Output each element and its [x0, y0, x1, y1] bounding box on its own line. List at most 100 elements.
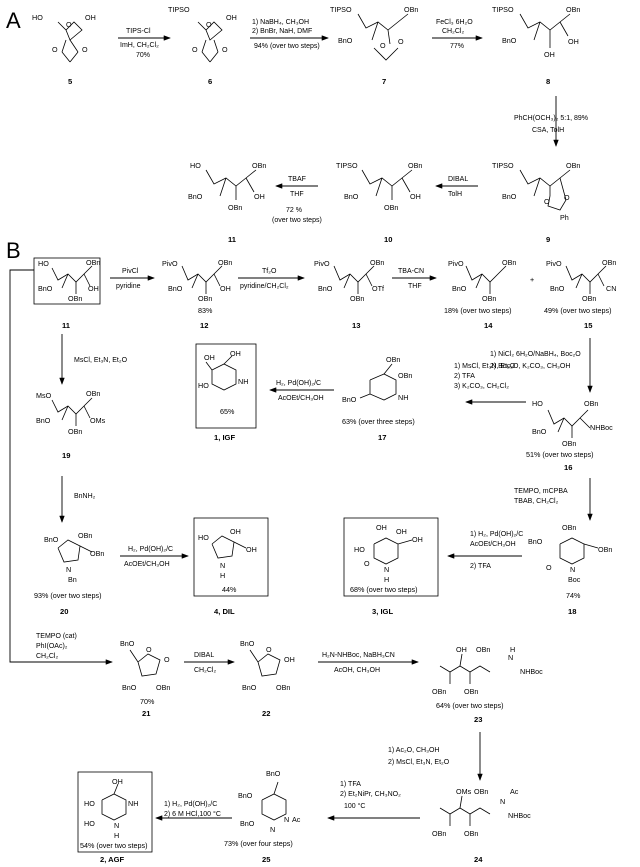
- c10-g0: TIPSO: [336, 161, 358, 170]
- c20-g0: BnO: [44, 535, 59, 544]
- r23-24-side-0: 1) Ac₂O, CH₃OH: [388, 747, 439, 754]
- r16-17-above-1: 2) TFA: [454, 373, 475, 380]
- c14-g0: PivO: [448, 259, 464, 268]
- compound-6: TIPSO OH O O O 6: [168, 5, 237, 86]
- c24-g5: OBn: [432, 829, 446, 838]
- c20-g4: Bn: [68, 575, 77, 584]
- c25-yield: 73% (over four steps): [224, 839, 293, 848]
- c19-g4: OBn: [68, 427, 82, 436]
- c16-g4: OBn: [562, 439, 576, 448]
- r22-23-above-0: H₂N-NHBoc, NaBH₃CN: [322, 652, 395, 659]
- compound-8: TIPSO OBn BnO OH OH 8: [492, 5, 580, 86]
- r12-13-above-0: Tf₂O: [262, 268, 277, 275]
- r16-18-side-0: TEMPO, mCPBA: [514, 488, 568, 495]
- r20-4-below-0: AcOEt/CH₃OH: [124, 561, 170, 568]
- r24-25-above-0: 1) TFA: [340, 781, 361, 788]
- c3-g3: OH: [412, 535, 423, 544]
- r5-6-above-0: TIPS-Cl: [126, 28, 151, 35]
- r25-2-above-1: 2) 6 M HCl,100 °C: [164, 810, 221, 818]
- c2-g2: NH: [128, 799, 138, 808]
- r10-11-below-2: (over two steps): [272, 217, 322, 224]
- r22-23-below-0: AcOH, CH₃OH: [334, 667, 380, 674]
- c23-g5: OBn: [432, 687, 446, 696]
- c7-g2: BnO: [338, 36, 353, 45]
- compound-3-igl: OH OH HO OH O N H 68% (over two steps) 3…: [350, 523, 423, 616]
- c7-g0: TIPSO: [330, 5, 352, 14]
- compound-15: PivO OBn BnO CN OBn 49% (over two steps)…: [544, 258, 616, 330]
- section-label-b: B: [6, 238, 21, 263]
- c24-label: 24: [474, 855, 483, 864]
- r9-10-above-0: DIBAL: [448, 176, 468, 183]
- compound-16: HO OBn BnO NHBoc OBn 51% (over two steps…: [526, 399, 613, 472]
- c18-g3: O: [546, 563, 552, 572]
- c17-g3: NH: [398, 393, 408, 402]
- c13-g2: BnO: [318, 284, 333, 293]
- c1-g1: OH: [204, 353, 215, 362]
- compound-23: OH OBn N H NHBoc OBn OBn 64% (over two s…: [432, 645, 543, 724]
- compound-4-dil: HO OH OH N H 44% 4, DIL: [198, 527, 257, 616]
- c6-g2: O: [206, 20, 212, 29]
- c21-label: 21: [142, 709, 151, 718]
- r13-14-above-0: TBA-CN: [398, 268, 424, 275]
- c12-g2: BnO: [168, 284, 183, 293]
- c20-yield: 93% (over two steps): [34, 591, 102, 600]
- c1-g0: OH: [230, 349, 241, 358]
- compound-10: TIPSO OBn BnO OH OBn 10: [336, 161, 422, 244]
- c16-label: 16: [564, 463, 572, 472]
- r18-3-below-0: 2) TFA: [470, 563, 491, 570]
- c1-label: 1, IGF: [214, 433, 235, 442]
- section-label-a: A: [6, 8, 21, 33]
- compound-21: BnO O O BnO OBn 70% 21: [120, 639, 170, 718]
- c19-g2: BnO: [36, 416, 51, 425]
- c3-g1: OH: [396, 527, 407, 536]
- r9-10-below-0: TolH: [448, 191, 462, 198]
- c6-g3: O: [192, 45, 198, 54]
- c19-g1: OBn: [86, 389, 100, 398]
- r24-25-below-0: 100 °C: [344, 802, 365, 810]
- c4-g0: HO: [198, 533, 209, 542]
- r7-8-above-1: CH₂Cl₂: [442, 28, 464, 35]
- c19-g3: OMs: [90, 416, 106, 425]
- c22-g0: BnO: [240, 639, 255, 648]
- c1-box: [195, 343, 257, 429]
- c20-g1: OBn: [78, 531, 92, 540]
- r10-11-above-0: TBAF: [288, 176, 306, 183]
- c2-g1: HO: [84, 799, 95, 808]
- c16-g2: BnO: [532, 427, 547, 436]
- r11-12-below-0: pyridine: [116, 283, 141, 290]
- compound-7: TIPSO OBn BnO O O 7: [330, 5, 418, 86]
- r7-8-below-0: 77%: [450, 43, 464, 50]
- c23-g1: OBn: [476, 645, 490, 654]
- c24-g1: OBn: [474, 787, 488, 796]
- c18-yield: 74%: [566, 591, 581, 600]
- r16-17-above-2: 3) K₂CO₃, CH₂Cl₂: [454, 383, 509, 390]
- r21-22-above-0: DIBAL: [194, 652, 214, 659]
- c25-g3: Ac: [292, 815, 301, 824]
- r6-7-above-1: 2) BnBr, NaH, DMF: [252, 28, 312, 35]
- c3-g4: O: [364, 559, 370, 568]
- c4-yield: 44%: [222, 585, 237, 594]
- c25-g4: BnO: [240, 819, 255, 828]
- c5-g3: O: [52, 45, 58, 54]
- c15-g3: CN: [606, 284, 616, 293]
- c14-g3: OBn: [482, 294, 496, 303]
- r24-25-above-1: 2) Et₂NiPr, CH₃NO₂: [340, 791, 401, 798]
- c10-g3: OH: [410, 192, 421, 201]
- c14-g1: OBn: [502, 258, 516, 267]
- c12-g4: OBn: [198, 294, 212, 303]
- c18-g5: Boc: [568, 575, 581, 584]
- c24-g2: Ac: [510, 787, 519, 796]
- c11b-g3: OH: [88, 284, 99, 293]
- c23-yield: 64% (over two steps): [436, 701, 504, 710]
- r11-19-side-0: MsCl, Et₃N, Et₂O: [74, 357, 128, 364]
- compound-17: OBn OBn BnO NH 63% (over three steps) 17: [342, 355, 415, 442]
- c24-g4: NHBoc: [508, 811, 531, 820]
- c11b-g4: OBn: [68, 294, 82, 303]
- c5-g0: HO: [32, 13, 43, 22]
- c22-g2: OH: [284, 655, 295, 664]
- c3-label: 3, IGL: [372, 607, 393, 616]
- r8-9-side-1: CSA, TolH: [532, 127, 564, 134]
- c24-g3: N: [500, 797, 505, 806]
- c3-yield: 68% (over two steps): [350, 585, 418, 594]
